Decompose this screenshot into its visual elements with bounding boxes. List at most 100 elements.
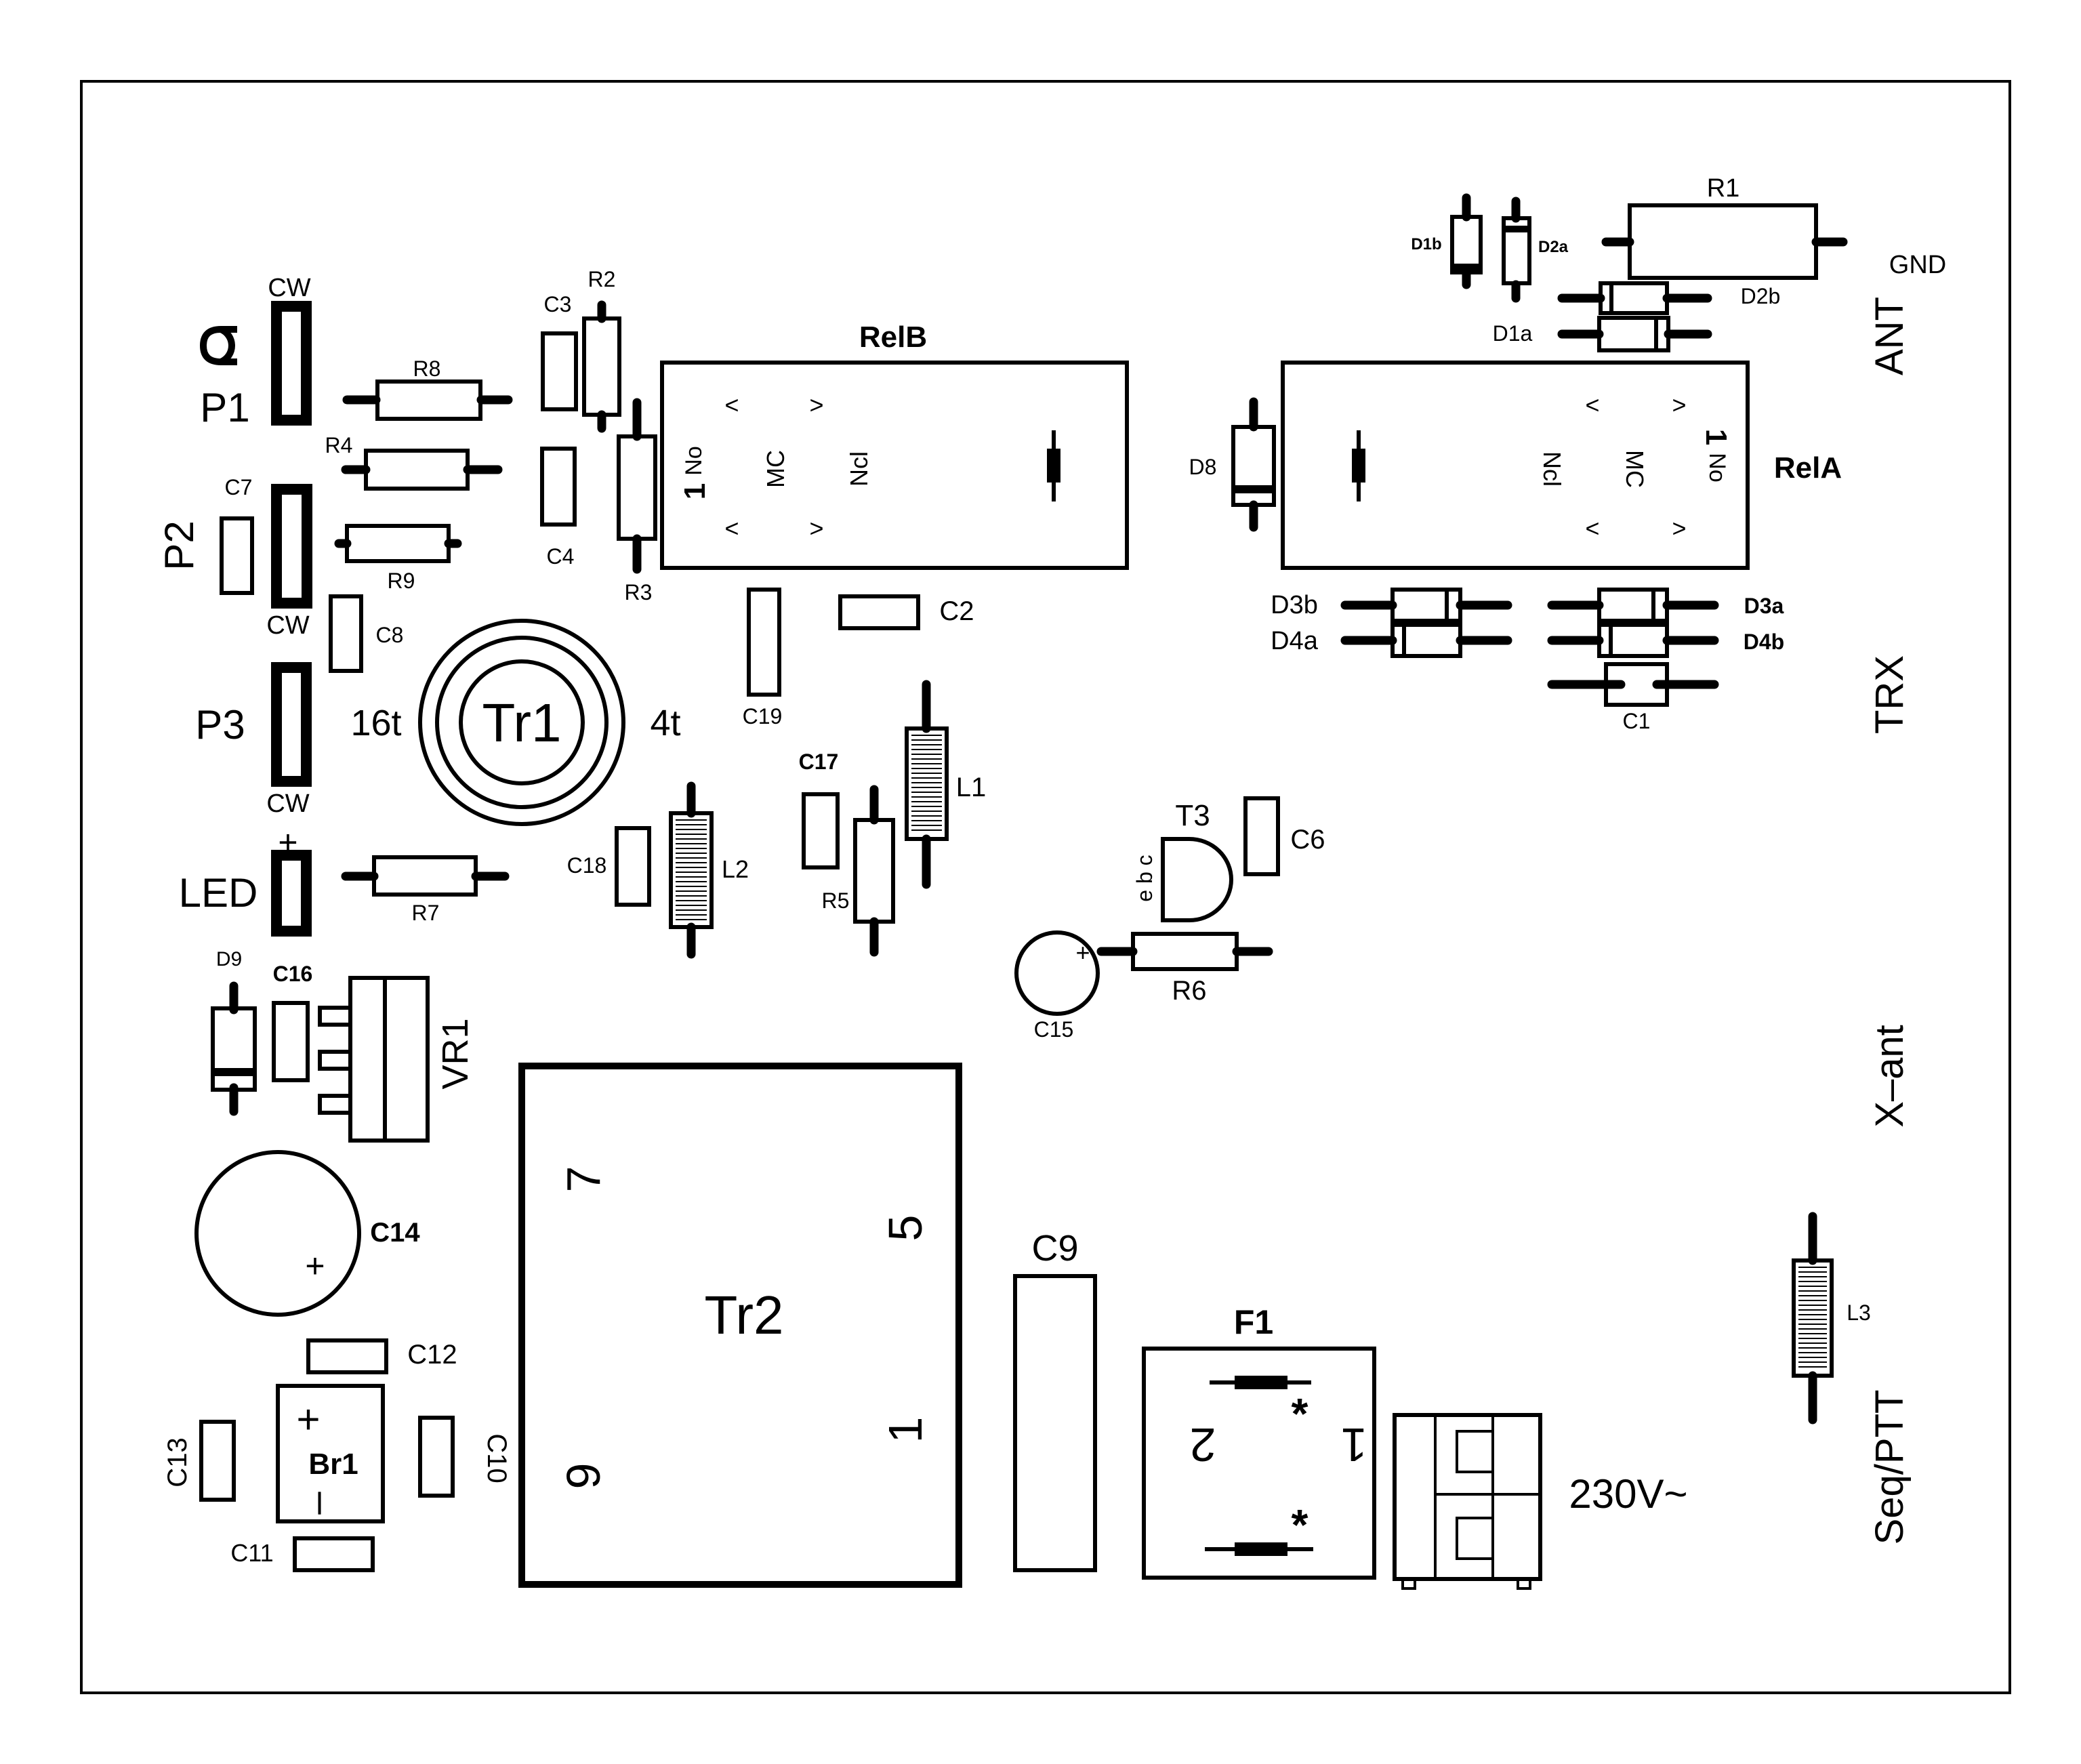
label-trx: TRX <box>1868 655 1912 734</box>
toroid-tr1 <box>418 619 625 826</box>
label-tr2-pin5: 5 <box>879 1215 932 1242</box>
label-tr2-pin7: 7 <box>557 1166 610 1193</box>
label-br1-plus: + <box>296 1397 320 1442</box>
transistor-t3 <box>1161 837 1233 922</box>
capacitor-c10 <box>418 1416 455 1498</box>
label-16t: 16t <box>350 703 401 743</box>
label-c17: C17 <box>799 750 839 774</box>
diode-d3b <box>1340 588 1512 623</box>
fuse-clip-top <box>1210 1376 1311 1389</box>
label-tr2-pin1: 1 <box>879 1417 932 1443</box>
capacitor-c14 <box>194 1150 361 1317</box>
label-r4: R4 <box>325 433 353 457</box>
relb-no-number: 1 <box>678 483 712 499</box>
pot-p2 <box>271 484 312 609</box>
relb-arrow-1: < <box>724 391 739 419</box>
inductor-l1 <box>905 680 949 889</box>
transformer-tr2 <box>518 1063 962 1588</box>
label-c1: C1 <box>1623 709 1651 733</box>
capacitor-c19 <box>747 588 781 697</box>
board-outline <box>80 80 2011 1694</box>
rela-arrow-3: < <box>1585 514 1599 542</box>
resistor-r1 <box>1601 203 1848 280</box>
label-p1: P1 <box>200 385 249 430</box>
relb-arrow-2: > <box>809 391 823 419</box>
capacitor-c7 <box>220 516 254 595</box>
label-rela: RelA <box>1774 451 1842 485</box>
label-c19: C19 <box>743 704 783 729</box>
label-f1-star: * <box>1292 1389 1309 1438</box>
label-d3a: D3a <box>1744 594 1784 618</box>
label-f1: F1 <box>1234 1303 1273 1341</box>
label-br1: Br1 <box>308 1448 358 1481</box>
relay-relb <box>660 361 1129 570</box>
label-d3b: D3b <box>1271 591 1318 619</box>
capacitor-c4 <box>540 447 577 527</box>
label-cw-p1: CW <box>268 274 310 302</box>
label-d4a: D4a <box>1271 627 1319 655</box>
label-l1: L1 <box>956 773 987 802</box>
relb-ncl-label: Ncl <box>845 451 873 487</box>
label-c2: C2 <box>939 596 974 626</box>
rela-no-label: No <box>1704 453 1730 482</box>
capacitor-c18 <box>615 826 651 907</box>
resistor-r6 <box>1096 932 1273 971</box>
label-c9: C9 <box>1031 1228 1078 1269</box>
diode-d9 <box>211 981 257 1116</box>
label-d2a: D2a <box>1538 238 1569 256</box>
label-c15-plus: + <box>1075 939 1090 966</box>
bridge-rectifier-br1 <box>276 1384 385 1523</box>
label-tr2-pin9: 9 <box>557 1463 610 1490</box>
label-c6: C6 <box>1290 825 1325 855</box>
inductor-l2 <box>669 781 714 959</box>
label-c4: C4 <box>547 544 575 569</box>
relb-mc-label: MC <box>762 450 789 488</box>
capacitor-c1 <box>1547 662 1719 707</box>
label-c13: C13 <box>163 1437 192 1487</box>
label-t3: T3 <box>1175 799 1210 832</box>
rela-arrow-1: < <box>1585 391 1599 419</box>
label-c18: C18 <box>567 853 607 878</box>
diode-d2a <box>1502 197 1531 303</box>
resistor-r7 <box>341 855 510 897</box>
label-vr1: VR1 <box>435 1018 476 1089</box>
diode-d4a <box>1340 623 1512 658</box>
diode-d4b <box>1547 623 1719 658</box>
label-c14-plus: + <box>305 1247 325 1285</box>
rela-arrow-4: > <box>1672 514 1686 542</box>
label-c10: C10 <box>482 1433 512 1483</box>
capacitor-c6 <box>1243 796 1280 876</box>
label-f1-star-2: * <box>1292 1500 1309 1549</box>
relb-no-label: No <box>681 446 707 475</box>
capacitor-c9 <box>1013 1274 1097 1572</box>
label-gnd: GND <box>1889 251 1946 279</box>
capacitor-c12 <box>306 1338 388 1374</box>
label-c12: C12 <box>407 1340 457 1370</box>
resistor-r3 <box>617 398 657 574</box>
pot-p1 <box>199 301 312 426</box>
resistor-r4 <box>341 449 503 491</box>
label-x-ant: X–ant <box>1868 1025 1912 1128</box>
capacitor-c17 <box>802 792 840 869</box>
label-d9: D9 <box>216 948 242 970</box>
relay-rela <box>1281 361 1750 570</box>
rela-ncl-label: Ncl <box>1538 451 1566 487</box>
rela-coil-diode <box>1352 430 1365 501</box>
label-c15: C15 <box>1034 1017 1074 1042</box>
label-c16: C16 <box>273 962 313 986</box>
label-r2: R2 <box>588 267 616 291</box>
label-tr1: Tr1 <box>482 693 561 753</box>
diode-d8 <box>1231 397 1276 532</box>
resistor-r5 <box>853 785 895 957</box>
label-cw-p3: CW <box>266 789 309 818</box>
label-r7: R7 <box>412 901 440 925</box>
rela-mc-label: MC <box>1621 450 1649 488</box>
capacitor-c8 <box>329 594 363 673</box>
relb-arrow-3: < <box>724 514 739 542</box>
inductor-l3 <box>1792 1212 1834 1424</box>
resistor-r9 <box>334 524 462 563</box>
fuse-holder-f1 <box>1142 1347 1376 1580</box>
label-d1a: D1a <box>1493 321 1533 346</box>
capacitor-c16 <box>272 1001 310 1082</box>
terminal-block-230v <box>1393 1413 1542 1590</box>
